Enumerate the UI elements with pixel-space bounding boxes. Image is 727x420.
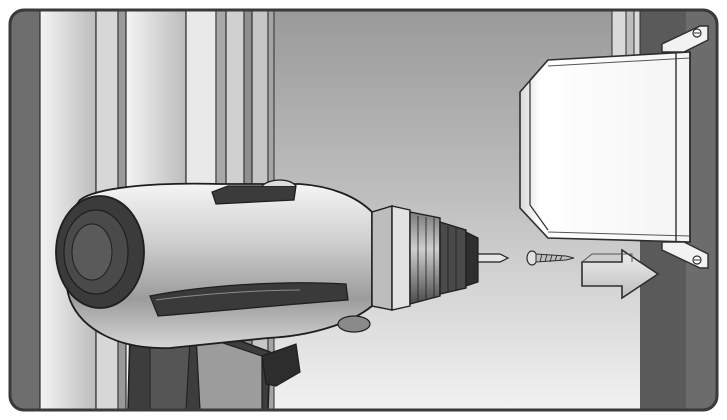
mounting-box-icon: [519, 51, 691, 243]
bracket-icon: [661, 241, 709, 269]
drill-icon: [55, 179, 510, 411]
screw-icon: [526, 250, 575, 266]
direction-arrow-icon: [581, 248, 660, 300]
bracket-icon: [661, 25, 709, 53]
